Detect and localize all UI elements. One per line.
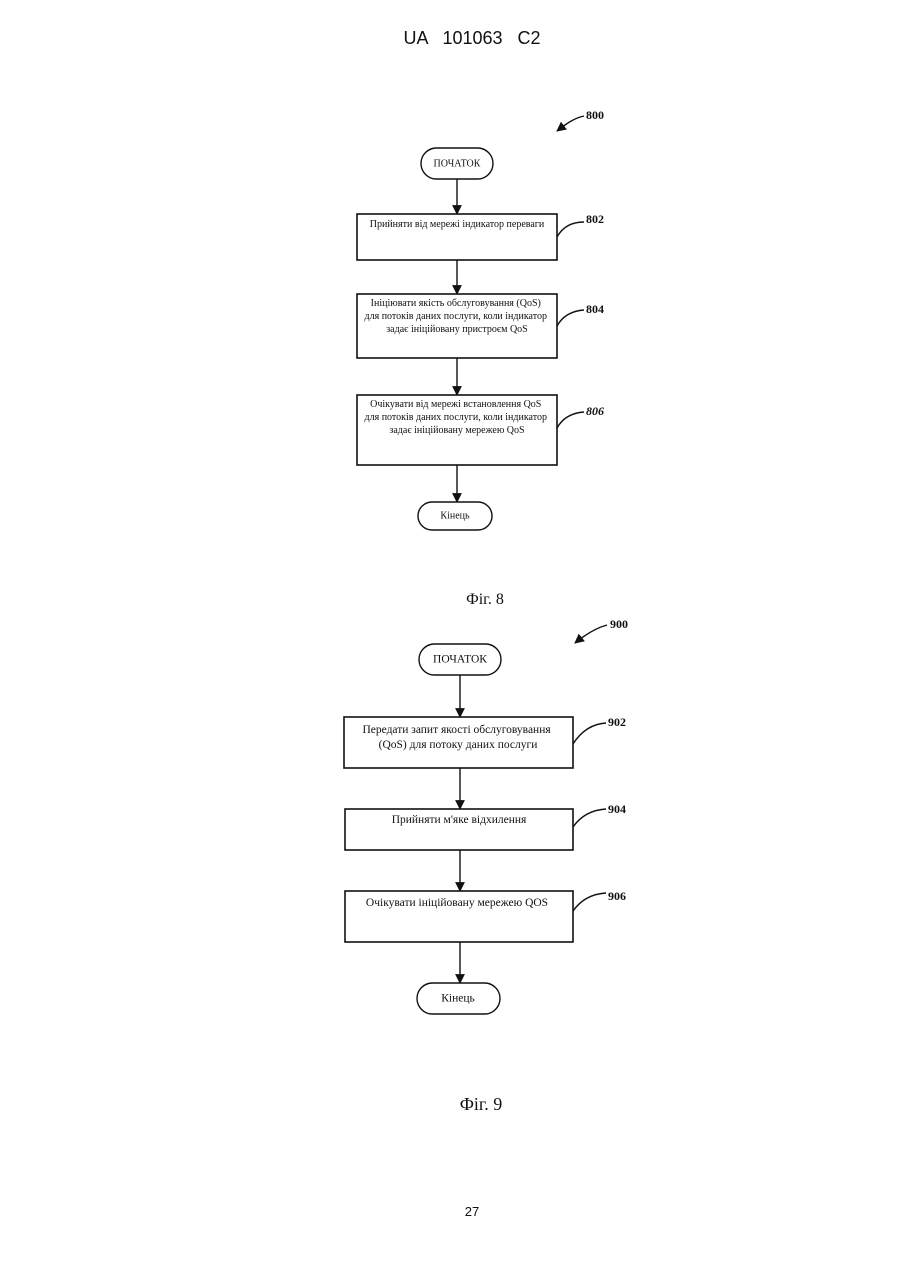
fig9-step-902-line-2: (QoS) для потоку даних послуги xyxy=(379,739,538,751)
fig8-step-802-leader xyxy=(557,222,584,237)
fig9-step-906-leader xyxy=(573,893,606,911)
fig9-step-906-text: Очікувати ініційовану мережею QOS xyxy=(366,897,548,909)
fig9-step-902-ref: 902 xyxy=(608,715,626,729)
fig8-step-804-line-1: Ініціювати якість обслуговування (QoS) xyxy=(371,298,541,309)
fig9-step-904-ref: 904 xyxy=(608,802,626,816)
fig8-end-label: Кінець xyxy=(440,510,470,521)
fig8-step-804-text: Ініціювати якість обслуговування (QoS) д… xyxy=(365,298,550,335)
fig9-end-label: Кінець xyxy=(441,993,475,1005)
fig8-step-804-line-2: для потоків даних послуги, коли індикато… xyxy=(365,311,547,322)
figure-8-ref-label: 800 xyxy=(586,108,604,122)
fig9-step-906-ref: 906 xyxy=(608,889,626,903)
fig9-step-902-leader xyxy=(573,723,606,744)
fig8-step-806-line-2: для потоків даних послуги, коли індикато… xyxy=(365,412,547,423)
fig8-step-804-line-3: задає ініційовану пристроєм QoS xyxy=(386,324,528,335)
figure-9: 900 ПОЧАТОК Передати запит якості обслуг… xyxy=(344,617,628,1114)
fig8-step-804-leader xyxy=(557,310,584,326)
page-number: 27 xyxy=(465,1204,479,1219)
fig8-step-806-text: Очікувати від мережі встановлення QoS дл… xyxy=(365,399,550,436)
figure-8: 800 ПОЧАТОК Прийняти від мережі індикато… xyxy=(357,108,604,608)
figure-8-caption: Фіг. 8 xyxy=(466,591,504,608)
fig9-start-label: ПОЧАТОК xyxy=(433,654,487,666)
fig9-step-904-text: Прийняти м'яке відхилення xyxy=(392,814,527,826)
fig8-step-806-leader xyxy=(557,412,584,428)
fig8-step-802-ref: 802 xyxy=(586,212,604,226)
fig9-step-906-line-1: Очікувати ініційовану мережею QOS xyxy=(366,897,548,909)
figure-9-ref-leader xyxy=(575,625,607,643)
figure-9-ref-label: 900 xyxy=(610,617,628,631)
patent-number: UA 101063 C2 xyxy=(403,28,540,48)
fig8-step-806-line-1: Очікувати від мережі встановлення QoS xyxy=(370,399,541,410)
fig8-step-806-ref: 806 xyxy=(586,404,604,418)
fig8-step-802-text: Прийняти від мережі індикатор переваги xyxy=(370,219,545,230)
fig9-step-904-leader xyxy=(573,809,606,827)
fig8-step-806-line-3: задає ініційовану мережею QoS xyxy=(389,425,524,436)
fig8-start-label: ПОЧАТОК xyxy=(434,158,481,169)
figure-9-caption: Фіг. 9 xyxy=(460,1094,503,1114)
fig8-step-804-ref: 804 xyxy=(586,302,604,316)
fig8-step-802-line-1: Прийняти від мережі індикатор переваги xyxy=(370,219,545,230)
fig9-step-902-line-1: Передати запит якості обслуговування xyxy=(362,724,551,736)
fig9-step-904-line-1: Прийняти м'яке відхилення xyxy=(392,814,527,826)
figure-8-ref-leader xyxy=(557,116,584,131)
